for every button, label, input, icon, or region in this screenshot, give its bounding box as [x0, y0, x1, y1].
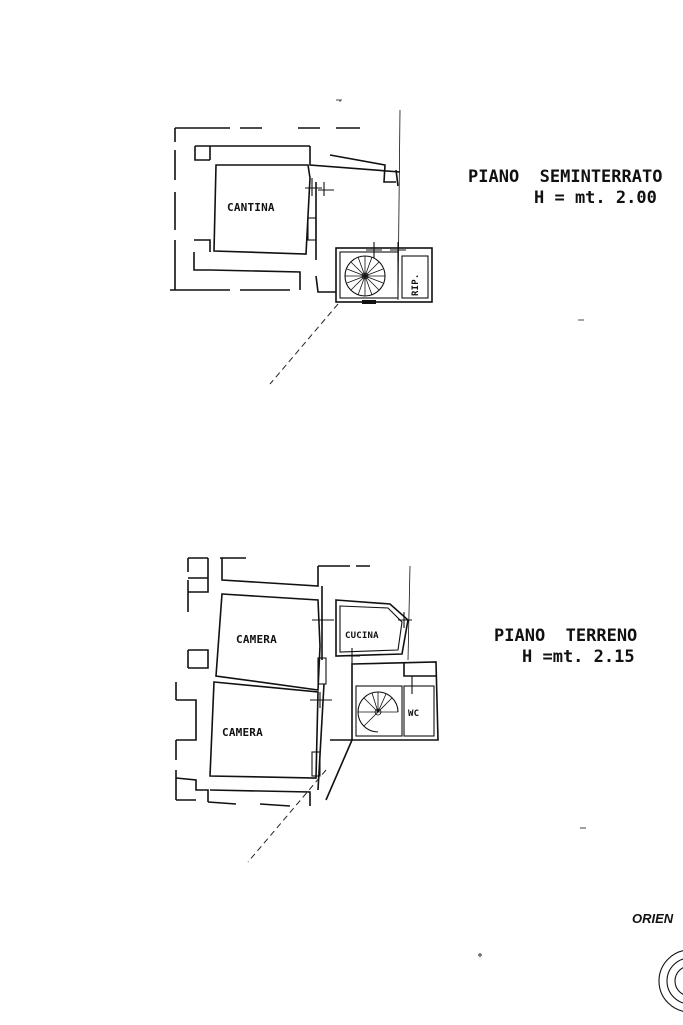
ground-floor-plan: CAMERA CAMERA CUCINA WC PIANO TERRENO	[175, 557, 637, 863]
room-label-cantina: CANTINA	[227, 201, 275, 214]
orientation-block: ORIEN	[478, 911, 683, 1012]
ground-height: H =mt. 2.15	[522, 647, 635, 667]
ground-title: PIANO TERRENO	[494, 626, 637, 646]
basement-height: H = mt. 2.00	[534, 188, 657, 208]
spiral-staircase-icon	[344, 255, 386, 297]
room-label-wc: WC	[408, 709, 419, 719]
orientation-label: ORIEN	[632, 911, 674, 926]
spiral-staircase-icon-ground	[357, 691, 399, 733]
compass-icon	[658, 950, 683, 1012]
basement-title: PIANO SEMINTERRATO	[468, 167, 662, 187]
room-label-cucina: CUCINA	[345, 631, 379, 641]
room-label-camera-1: CAMERA	[236, 633, 277, 646]
room-label-rip: RIP.	[411, 274, 421, 296]
basement-plan: CANTINA RIP. PIANO SEMINTERRATO H = mt. …	[170, 99, 662, 385]
room-label-camera-2: CAMERA	[222, 726, 263, 739]
